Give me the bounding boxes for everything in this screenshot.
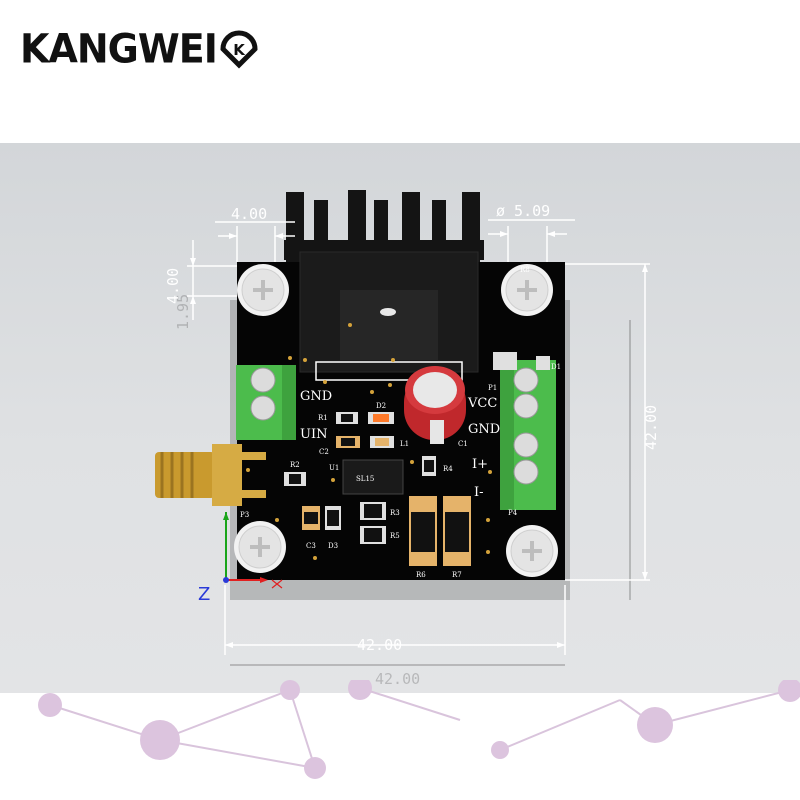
- label-d2: D2: [376, 402, 386, 410]
- label-uin: UIN: [300, 427, 327, 442]
- axis-z-label: Z: [198, 584, 210, 605]
- label-i-minus: I-: [474, 485, 484, 500]
- mounting-screws: [234, 264, 558, 577]
- label-p1: P1: [488, 384, 497, 392]
- brand-logo: KANGWEI K: [20, 26, 259, 72]
- label-gnd-left: GND: [300, 389, 332, 404]
- label-ic-marking: SL15: [356, 475, 374, 483]
- label-d3: D3: [328, 542, 338, 550]
- label-r4: R4: [443, 465, 453, 473]
- dim-hole-diameter: ø 5.09: [496, 202, 550, 220]
- dim-board-width: 42.00: [357, 636, 402, 654]
- terminal-block-left: [236, 365, 296, 440]
- brand-logo-mark-icon: K: [220, 30, 258, 69]
- label-r1: R1: [318, 414, 328, 422]
- brand-logo-mark-letter: K: [233, 41, 246, 59]
- heatsink: [284, 190, 484, 262]
- dimension-arrowheads: [190, 231, 648, 648]
- screw-bottom-right-icon: [506, 525, 558, 577]
- label-gnd-right: GND: [468, 422, 500, 437]
- label-vcc: VCC: [467, 396, 497, 411]
- power-transistor: [299, 251, 479, 381]
- label-i-plus: I+: [472, 457, 488, 472]
- ghost-side-label: 1.95: [174, 294, 192, 330]
- label-r3: R3: [390, 509, 400, 517]
- pcb-vias: [246, 323, 492, 560]
- dim-hole-offset-x: 4.00: [231, 205, 267, 223]
- label-c1: C1: [458, 440, 468, 448]
- label-c2: C2: [319, 448, 329, 456]
- silkscreen-labels: GND UIN VCC GND I+ I- R1 D2 C2 L1 C1 U1 …: [240, 266, 561, 579]
- label-d1: D1: [551, 363, 561, 371]
- sma-connector: [155, 444, 266, 506]
- label-u1: U1: [329, 464, 339, 472]
- label-r2: R2: [290, 461, 300, 469]
- electrolytic-capacitor: [404, 366, 466, 444]
- screw-top-left-icon: [237, 264, 289, 316]
- label-r6: R6: [416, 571, 426, 579]
- axis-gizmo: Z: [198, 512, 283, 605]
- label-p3: P3: [240, 511, 249, 519]
- brand-logo-text: KANGWEI: [20, 25, 218, 73]
- decorative-network-graphic: [38, 680, 800, 779]
- label-r5: R5: [390, 532, 400, 540]
- label-c3: C3: [306, 542, 316, 550]
- label-r8: R8: [520, 266, 530, 274]
- terminal-block-right: [500, 360, 556, 510]
- label-r7: R7: [452, 571, 462, 579]
- dim-hole-offset-y: 4.00: [164, 268, 182, 304]
- label-l1: L1: [400, 440, 409, 448]
- dim-board-height: 42.00: [642, 405, 660, 450]
- screw-bottom-left-icon: [234, 521, 286, 573]
- ghost-width-label: 42.00: [375, 670, 420, 688]
- screw-top-right-icon: [501, 264, 553, 316]
- label-p4: P4: [508, 509, 518, 517]
- smd-components: [284, 352, 550, 566]
